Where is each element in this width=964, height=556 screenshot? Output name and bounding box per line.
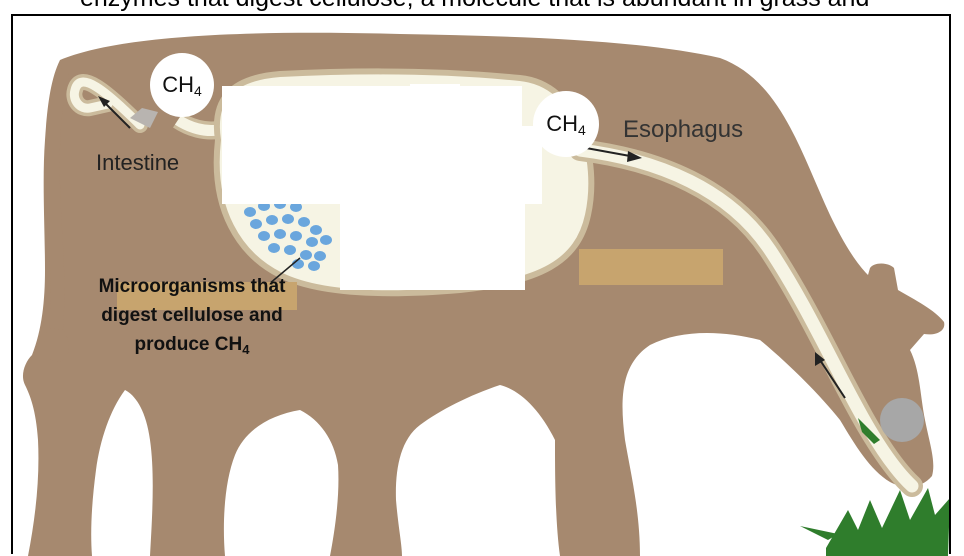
- figure-frame: [11, 14, 951, 554]
